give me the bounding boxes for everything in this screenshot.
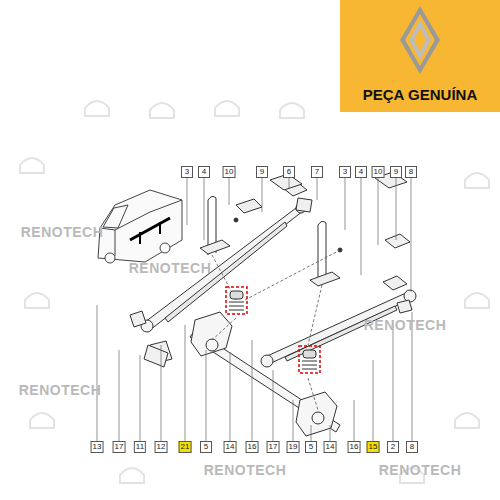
callout-number: 8 (405, 166, 417, 178)
callout-number: 2 (387, 441, 399, 453)
watermark: RENOTECH (19, 382, 102, 398)
callout-number: 13 (91, 441, 104, 453)
callout-number: 14 (224, 441, 237, 453)
callout-number: 21 (179, 441, 192, 453)
callout-number: 5 (305, 441, 317, 453)
callout-number: 14 (324, 441, 337, 453)
callout-number: 10 (223, 166, 236, 178)
watermark: RENOTECH (364, 317, 447, 333)
callout-number: 9 (390, 166, 402, 178)
callout-number: 10 (372, 166, 385, 178)
watermark: RENOTECH (129, 260, 212, 276)
callout-number: 4 (198, 166, 210, 178)
callout-number: 9 (256, 166, 268, 178)
watermark: RENOTECH (21, 224, 104, 240)
callout-number: 12 (155, 441, 168, 453)
callout-number: 7 (311, 166, 323, 178)
callout-number: 6 (283, 166, 295, 178)
callout-number: 8 (406, 441, 418, 453)
callout-number: 5 (200, 441, 212, 453)
watermark: RENOTECH (204, 462, 287, 478)
callout-number: 3 (339, 166, 351, 178)
callout-number: 17 (267, 441, 280, 453)
brand-caption: PEÇA GENUÍNA (363, 86, 477, 103)
callout-number: 15 (367, 441, 380, 453)
watermark: RENOTECH (379, 462, 462, 478)
callout-number: 3 (181, 166, 193, 178)
callout-number: 17 (113, 441, 126, 453)
callout-number: 16 (348, 441, 361, 453)
callout-number: 19 (287, 441, 300, 453)
callout-number: 11 (134, 441, 146, 453)
callout-number: 16 (246, 441, 259, 453)
callout-number: 4 (355, 166, 367, 178)
